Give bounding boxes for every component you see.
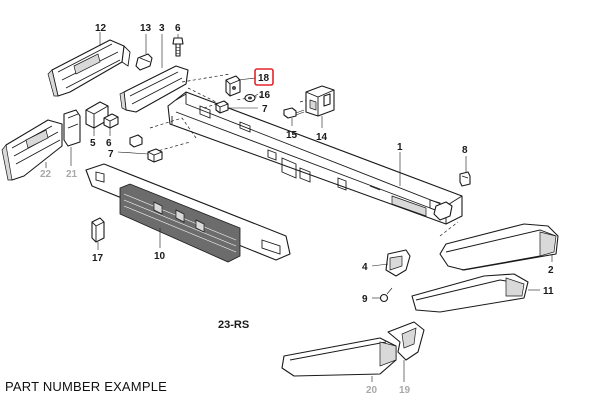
callout-21: 21 bbox=[66, 169, 78, 180]
part-4-bracket[interactable] bbox=[385, 249, 411, 277]
callout-12: 12 bbox=[95, 23, 107, 34]
callout-8: 8 bbox=[462, 145, 468, 156]
callout-19: 19 bbox=[399, 385, 411, 396]
leader-18 bbox=[237, 77, 257, 81]
callout-4: 4 bbox=[362, 262, 368, 273]
callout-2: 2 bbox=[548, 265, 554, 276]
callout-6-upper: 6 bbox=[175, 23, 181, 34]
callout-20: 20 bbox=[366, 385, 378, 396]
part-14-mount-bracket[interactable] bbox=[305, 85, 335, 117]
callout-18: 18 bbox=[258, 73, 270, 84]
part-9-fastener[interactable] bbox=[379, 287, 393, 303]
highlight-box-18 bbox=[254, 68, 274, 86]
part-7-nut-upper[interactable] bbox=[215, 100, 229, 114]
part-20-lower-trim[interactable] bbox=[281, 337, 397, 377]
callout-23-rs: 23-RS bbox=[218, 319, 249, 331]
callout-3: 3 bbox=[159, 23, 165, 34]
caption-part-number-example: PART NUMBER EXAMPLE bbox=[5, 379, 168, 394]
part-12-end-cap[interactable] bbox=[47, 39, 131, 97]
part-16-washer[interactable] bbox=[244, 93, 256, 103]
callout-15: 15 bbox=[286, 130, 298, 141]
callout-7-upper: 7 bbox=[262, 104, 268, 115]
callout-9: 9 bbox=[362, 294, 368, 305]
callout-11: 11 bbox=[543, 286, 554, 297]
part-22-lower-end-cap[interactable] bbox=[1, 119, 63, 181]
part-19-lower-bracket[interactable] bbox=[387, 321, 425, 361]
callout-10: 10 bbox=[154, 251, 166, 262]
callout-16: 16 bbox=[259, 90, 271, 101]
part-11-trim[interactable] bbox=[411, 273, 529, 313]
part-18-clip-nut[interactable] bbox=[225, 75, 241, 97]
callout-14: 14 bbox=[316, 132, 328, 143]
callout-22: 22 bbox=[40, 169, 52, 180]
part-15-bolt[interactable] bbox=[283, 107, 305, 119]
part-6-bolt-upper[interactable] bbox=[172, 37, 184, 57]
part-6-nut-lower[interactable] bbox=[103, 113, 119, 129]
part-13-clip[interactable] bbox=[135, 53, 153, 71]
callout-13: 13 bbox=[140, 23, 152, 34]
part-21-bracket[interactable] bbox=[63, 109, 81, 147]
callout-1: 1 bbox=[397, 142, 403, 153]
part-2-right-end-cap[interactable] bbox=[439, 223, 559, 271]
callout-5: 5 bbox=[90, 138, 96, 149]
callout-7-lower: 7 bbox=[108, 149, 114, 160]
part-3-cover[interactable] bbox=[119, 65, 189, 113]
part-17-clip[interactable] bbox=[91, 217, 105, 243]
leader-16 bbox=[254, 93, 259, 97]
part-10-grille[interactable] bbox=[85, 163, 291, 263]
callout-17: 17 bbox=[92, 253, 104, 264]
leader-4 bbox=[371, 263, 389, 267]
part-7-nut-lower[interactable] bbox=[129, 134, 163, 163]
callout-6-lower: 6 bbox=[106, 138, 112, 149]
callout-labels: 12 13 6 3 18 16 7 15 14 1 8 5 6 7 22 21 … bbox=[40, 23, 554, 396]
part-1-bumper-bar[interactable] bbox=[167, 91, 463, 225]
part-8-clip[interactable] bbox=[459, 171, 471, 187]
leader-7-lower bbox=[117, 151, 149, 155]
